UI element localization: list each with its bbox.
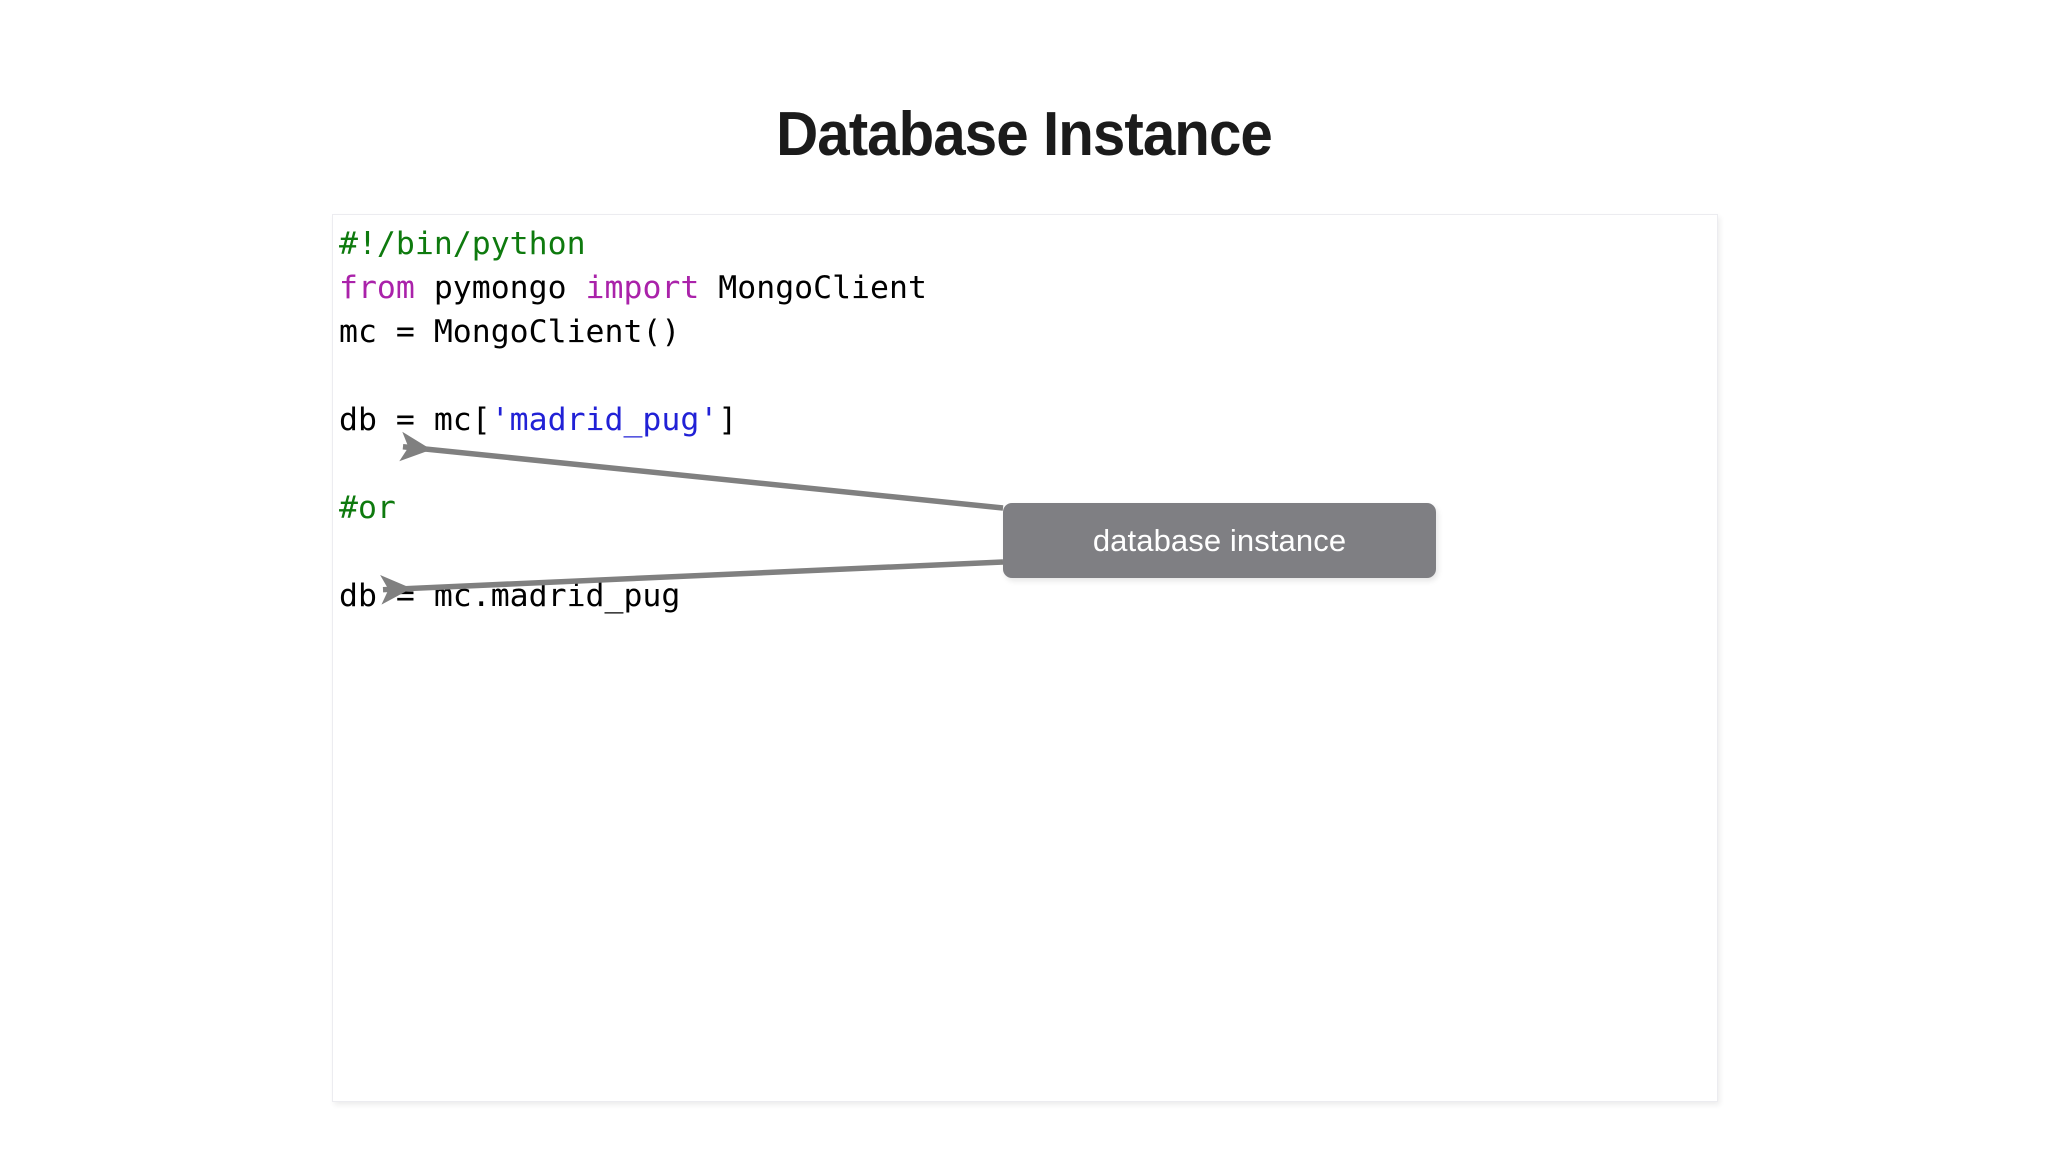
- code-token-plain: db = mc[: [339, 402, 491, 438]
- code-line: [339, 354, 927, 398]
- code-line: mc = MongoClient(): [339, 310, 927, 354]
- code-token-plain: mc = MongoClient(): [339, 314, 681, 350]
- code-token-keyword: from: [339, 270, 415, 306]
- page-title: Database Instance: [776, 100, 1273, 169]
- code-line: db = mc['madrid_pug']: [339, 398, 927, 442]
- callout-label: database instance: [1092, 522, 1347, 558]
- code-token-plain: db = mc.madrid_pug: [339, 578, 681, 614]
- code-slide-card: #!/bin/python from pymongo import MongoCl…: [332, 214, 1718, 1102]
- code-token-keyword: import: [585, 270, 700, 306]
- code-line: db = mc.madrid_pug: [339, 574, 927, 618]
- code-token-comment: #!/bin/python: [339, 226, 586, 262]
- code-token-string: 'madrid_pug': [490, 402, 719, 438]
- code-token-plain: ]: [718, 402, 738, 438]
- code-line: [339, 530, 927, 574]
- callout-database-instance: database instance: [1003, 503, 1436, 578]
- code-line: from pymongo import MongoClient: [339, 266, 927, 310]
- python-code-block: #!/bin/python from pymongo import MongoCl…: [339, 222, 927, 618]
- code-line: [339, 442, 927, 486]
- code-token-comment: #or: [339, 490, 396, 526]
- code-line: #!/bin/python: [339, 222, 927, 266]
- code-token-plain: MongoClient: [699, 270, 927, 306]
- code-line: #or: [339, 486, 927, 530]
- code-token-plain: pymongo: [414, 270, 586, 306]
